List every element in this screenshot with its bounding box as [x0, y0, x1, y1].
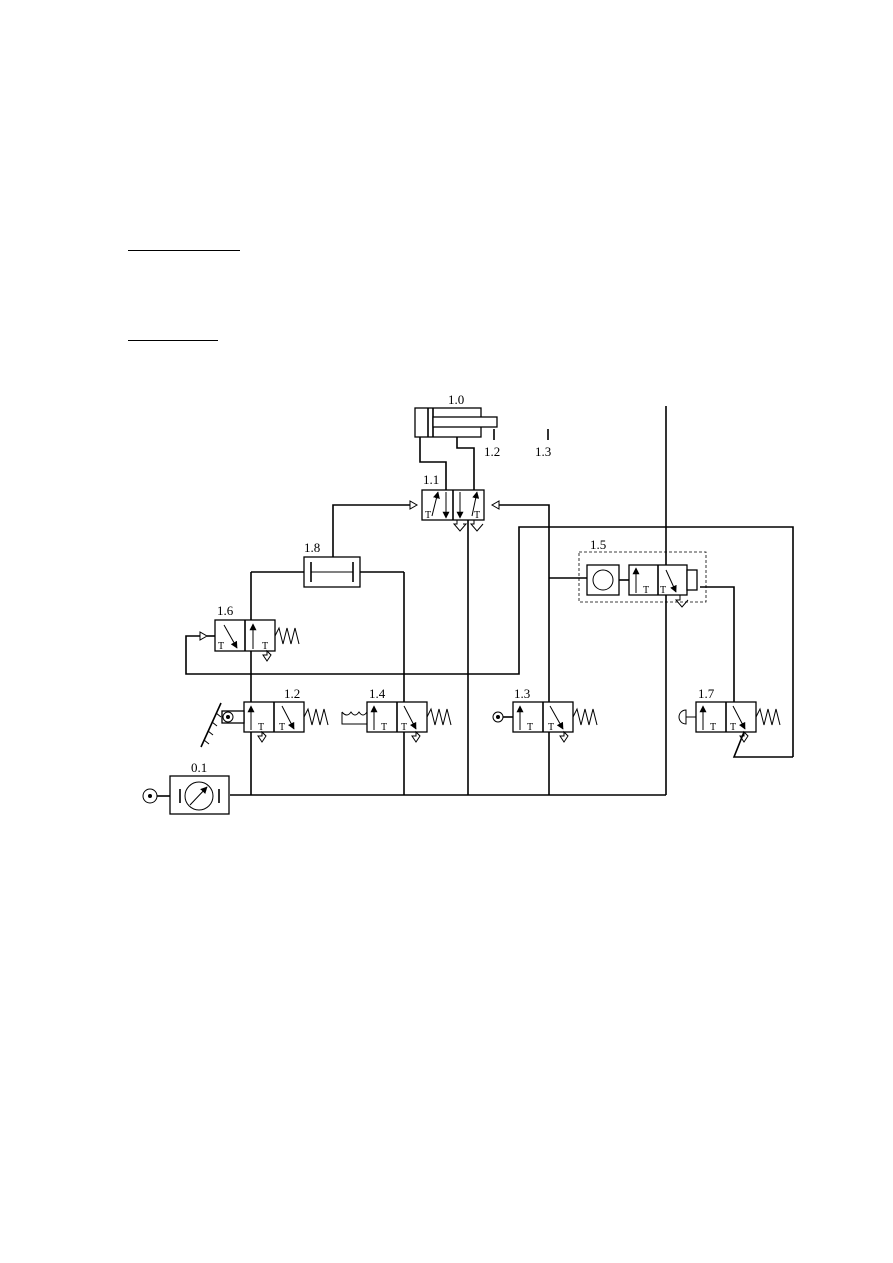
- spring-icon: [274, 626, 300, 645]
- label-timer: 1.5: [590, 537, 606, 552]
- label-valve-1-4: 1.4: [369, 686, 386, 701]
- spring-icon: [572, 707, 598, 726]
- port-t: T: [258, 722, 264, 733]
- exhaust-icon: [739, 730, 749, 743]
- spring-icon: [303, 707, 329, 726]
- exhaust-icon: [674, 595, 689, 608]
- pipe-1-7-to-1-5: [700, 586, 735, 702]
- pipe-1-5-to-1-6: [185, 526, 794, 757]
- pipe-1-7-loop: [732, 731, 793, 758]
- port-t: T: [474, 510, 480, 521]
- exhaust-icon: [469, 520, 484, 532]
- pipe-shuttle-to-1-1: [332, 504, 410, 557]
- roller-icon: [222, 711, 234, 723]
- port-t: T: [381, 722, 387, 733]
- pipe-cylinder-front: [456, 437, 475, 490]
- spring-icon: [755, 707, 781, 726]
- gauge-icon: [184, 781, 214, 811]
- label-shuttle: 1.8: [304, 540, 320, 555]
- pilot-icon: [199, 631, 209, 641]
- label-valve-1-2: 1.2: [284, 686, 300, 701]
- valve-1-7: T T 1.7: [678, 686, 781, 743]
- label-supply: 0.1: [191, 760, 207, 775]
- label-cylinder: 1.0: [448, 392, 464, 407]
- pipe-cylinder-rear: [419, 437, 447, 490]
- label-limit-1-2: 1.2: [484, 444, 500, 459]
- valve-1-1: T T 1.1: [409, 472, 500, 532]
- port-t: T: [425, 510, 431, 521]
- valve-1-3: T T 1.3: [492, 686, 598, 743]
- port-t: T: [730, 722, 736, 733]
- valve-1-4: T T 1.4: [341, 686, 452, 743]
- port-t: T: [218, 641, 224, 652]
- pilot-left-icon: [409, 500, 419, 510]
- port-t: T: [279, 722, 285, 733]
- cam-hatch-icon: [203, 712, 222, 745]
- valve-1-6: T T 1.6: [199, 603, 300, 662]
- spring-icon: [426, 707, 452, 726]
- timer-1-5: T T 1.5: [578, 537, 707, 608]
- port-t: T: [548, 722, 554, 733]
- label-valve-1-3: 1.3: [514, 686, 530, 701]
- port-t: T: [262, 641, 268, 652]
- exhaust-icon: [262, 649, 272, 662]
- port-t: T: [401, 722, 407, 733]
- pushbutton-icon: [678, 709, 696, 725]
- pipe-lines: [185, 406, 794, 796]
- pedal-icon: [341, 711, 368, 725]
- exhaust-icon: [452, 520, 468, 532]
- heading-underline-2: [128, 340, 218, 341]
- label-valve-1-6: 1.6: [217, 603, 234, 618]
- heading-underline-1: [128, 250, 240, 251]
- port-t: T: [660, 585, 666, 596]
- pilot-right-icon: [490, 500, 500, 510]
- exhaust-icon: [257, 730, 267, 743]
- port-t: T: [527, 722, 533, 733]
- label-valve-1-7: 1.7: [698, 686, 715, 701]
- reservoir-icon: [592, 569, 614, 591]
- label-limit-1-3: 1.3: [535, 444, 551, 459]
- supply-0-1: 0.1: [142, 760, 230, 815]
- cylinder-1-0: 1.0 1.2 1.3: [414, 392, 551, 459]
- label-main-valve: 1.1: [423, 472, 439, 487]
- exhaust-icon: [411, 730, 421, 743]
- valve-1-2: T T 1.2: [200, 686, 329, 748]
- port-t: T: [643, 585, 649, 596]
- pipe-1-3-to-1-1: [499, 504, 550, 702]
- shuttle-1-8: 1.8: [303, 540, 361, 588]
- port-t: T: [710, 722, 716, 733]
- exhaust-icon: [559, 730, 569, 743]
